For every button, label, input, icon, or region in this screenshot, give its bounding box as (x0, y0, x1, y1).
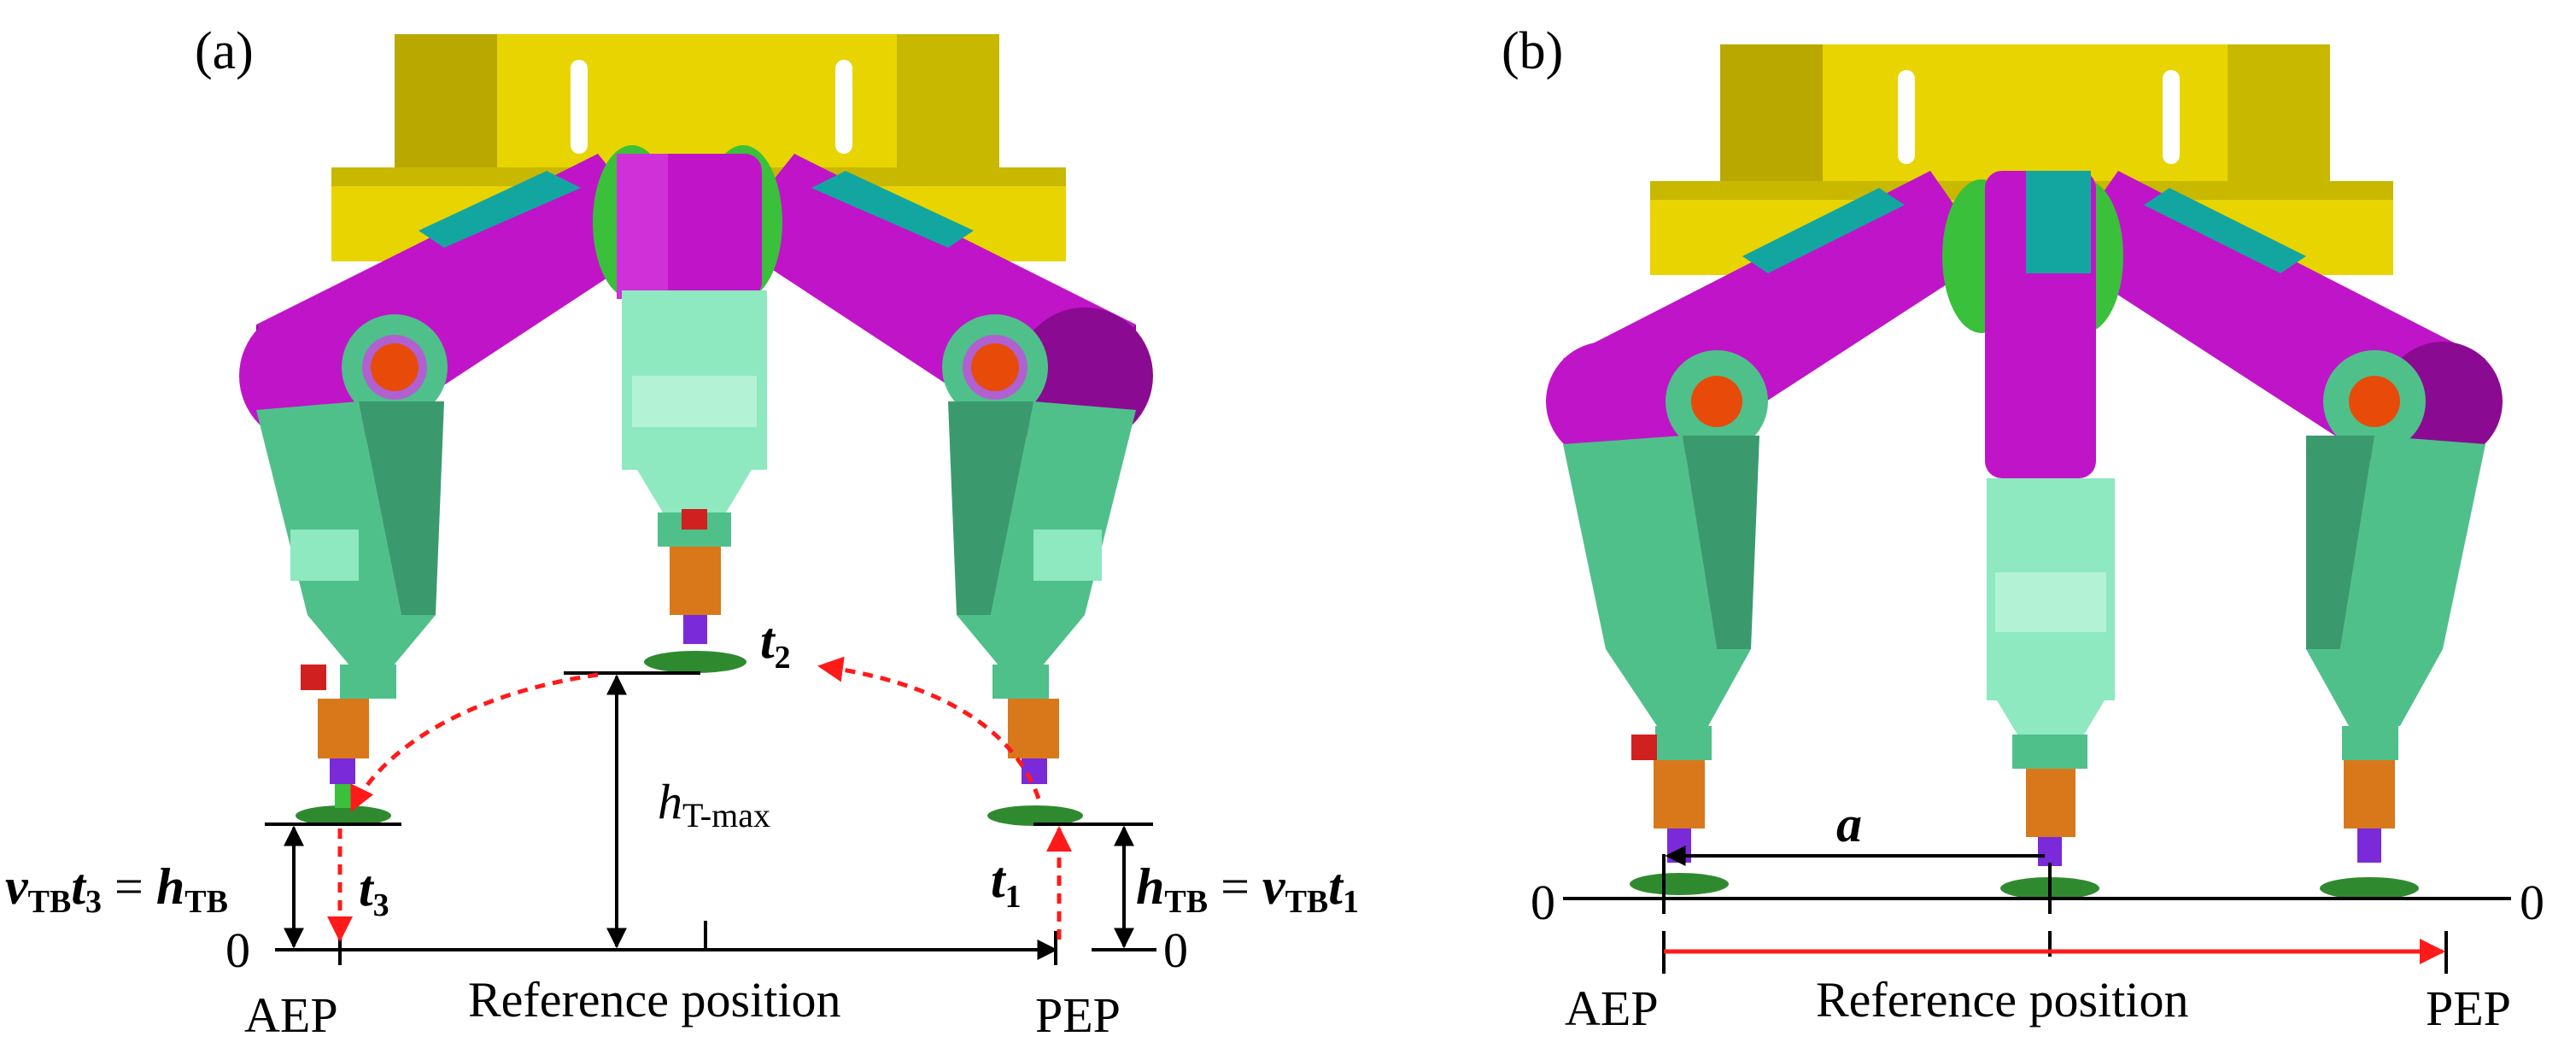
leg-right-a (942, 314, 1136, 826)
leg-left-b (1563, 350, 1768, 895)
robot-a (239, 34, 1153, 826)
left-equation: vTBt3 = hTB (5, 858, 228, 920)
panel-b-label: (b) (1502, 22, 1563, 80)
t3-label: t3 (359, 860, 389, 923)
panel-a: (a) (5, 22, 1359, 1043)
leg-left-a (256, 314, 448, 826)
reference-label-a: Reference position (468, 972, 840, 1028)
annotations-a (265, 671, 1156, 965)
panel-a-label: (a) (195, 22, 254, 80)
aep-label-b: AEP (1565, 981, 1659, 1036)
leg-center-a (622, 290, 767, 673)
t2-label: t2 (760, 612, 791, 676)
a-label: a (1836, 796, 1862, 852)
zero-left-a: 0 (225, 922, 250, 978)
aep-label-a: AEP (244, 987, 338, 1043)
zero-left-b: 0 (1531, 875, 1555, 930)
swing-arc-right (817, 656, 1041, 799)
hmax-label: hT-max (658, 774, 770, 834)
zero-right-b: 0 (2520, 875, 2544, 930)
panel-b: (b) (1502, 22, 2544, 1036)
annotations-b (1563, 846, 2511, 974)
reference-label-b: Reference position (1816, 972, 2188, 1028)
zero-right-a: 0 (1163, 922, 1188, 978)
robot-b (1546, 44, 2503, 899)
trajectory-a (327, 656, 1072, 942)
leg-center-b (1987, 478, 2115, 899)
leg-right-b (2306, 350, 2485, 899)
pep-label-b: PEP (2426, 981, 2511, 1036)
swing-arc-left (349, 672, 599, 812)
right-equation: hTB = vTBt1 (1136, 858, 1359, 920)
foot-center-a (644, 651, 746, 673)
pep-label-a: PEP (1035, 987, 1121, 1043)
t1-label: t1 (991, 852, 1022, 915)
